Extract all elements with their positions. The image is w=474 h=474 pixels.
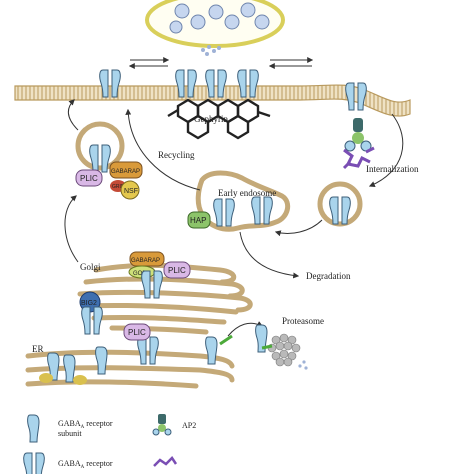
golgi-label: Golgi <box>80 262 101 272</box>
golgi <box>77 262 253 335</box>
internalization-label: Internalization <box>366 164 419 174</box>
early-endosome-label: Early endosome <box>218 188 276 198</box>
lateral-diffusion-arrows <box>128 57 314 69</box>
plic-label: PLIC <box>80 174 98 183</box>
golgi-plic-label: PLIC <box>168 266 186 275</box>
proteasome-label: Proteasome <box>282 316 324 326</box>
degradation-label: Degradation <box>306 271 351 281</box>
er-plic-label: PLIC <box>128 328 146 337</box>
internalized-vesicle <box>317 181 363 227</box>
legend-subunit-text: GABAA receptor subunit <box>58 419 115 438</box>
recycling-label: Recycling <box>158 150 195 160</box>
hap-label: HAP <box>190 216 206 225</box>
nsf-label: NSF <box>124 188 138 195</box>
ap2-complex <box>342 118 375 170</box>
golgi-complex: GABARAP GODZ PLIC <box>128 251 191 299</box>
er-plic: PLIC <box>123 323 151 341</box>
gephyrin-label: Gephyrin <box>194 114 228 124</box>
er-exit-receptor <box>205 334 233 365</box>
legend-ubiquitin-icon <box>153 456 178 467</box>
legend-subunit-icon <box>27 414 40 443</box>
big2-complex: BIG2 <box>79 291 103 335</box>
recycling-vesicle: PLIC GABARAP GRIF NSF <box>75 121 143 200</box>
er-receptors <box>39 336 159 385</box>
big2-label: BIG2 <box>81 300 97 307</box>
legend-ap2-icon <box>152 414 172 436</box>
legend-receptor-icon <box>23 452 45 474</box>
grif-label: GRIF <box>112 184 124 190</box>
gabarap-label: GABARAP <box>111 169 140 175</box>
proteasome <box>227 321 308 370</box>
gephyrin-scaffold <box>167 98 271 140</box>
legend-receptor-text: GABAA receptor <box>58 459 113 470</box>
legend: GABAA receptor subunit GABAA receptor AP… <box>23 414 196 474</box>
early-endosome: HAP <box>187 170 291 232</box>
process-arrows <box>64 99 404 279</box>
legend-ap2-text: AP2 <box>182 421 196 430</box>
presynaptic-terminal <box>145 0 285 56</box>
er-label: ER <box>32 344 44 354</box>
golgi-gabarap-label: GABARAP <box>131 258 160 264</box>
